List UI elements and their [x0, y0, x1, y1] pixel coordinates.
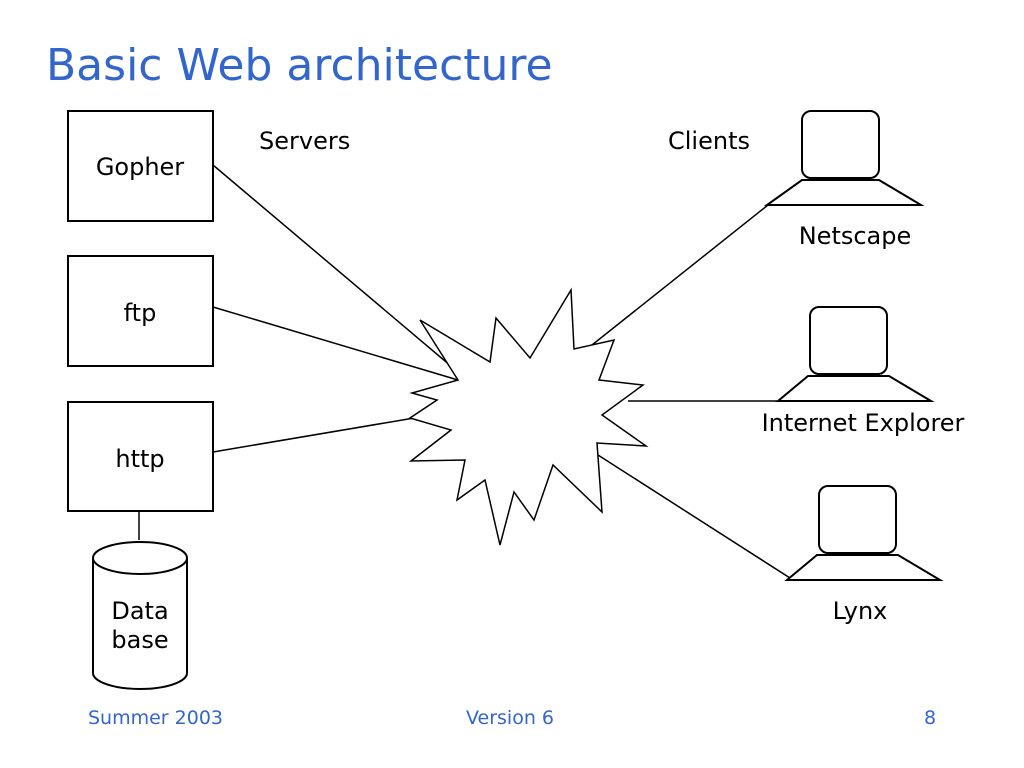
server-gopher: Gopher — [67, 110, 214, 222]
server-ftp: ftp — [67, 255, 214, 367]
database-icon — [92, 541, 188, 690]
http-connection-line — [212, 414, 433, 453]
server-label: http — [115, 445, 164, 473]
footer-page-number: 8 — [924, 707, 937, 729]
server-label: ftp — [124, 299, 157, 327]
ftp-connection-line — [212, 306, 459, 381]
database-label-line2: base — [111, 626, 168, 654]
slide-title: Basic Web architecture — [46, 40, 553, 91]
internet-starburst-icon — [408, 287, 649, 546]
clients-label: Clients — [668, 127, 750, 155]
server-box — [67, 401, 214, 512]
server-label: Gopher — [96, 153, 184, 181]
client-label-lynx: Lynx — [833, 597, 888, 625]
client-label-ie: Internet Explorer — [762, 409, 965, 437]
server-box — [67, 110, 214, 222]
client-label-netscape: Netscape — [799, 222, 912, 250]
client-computer-icon — [784, 485, 944, 581]
database-label-line1: Data — [111, 597, 168, 625]
lynx-connection-line — [597, 454, 791, 579]
footer-version: Version 6 — [466, 707, 554, 729]
servers-label: Servers — [259, 127, 350, 155]
client-computer-icon — [763, 110, 925, 206]
client-computer-icon — [775, 306, 935, 402]
gopher-connection-line — [212, 164, 459, 373]
footer-date: Summer 2003 — [88, 707, 224, 729]
server-box — [67, 255, 214, 367]
server-http: http — [67, 401, 214, 512]
netscape-connection-line — [591, 204, 769, 346]
